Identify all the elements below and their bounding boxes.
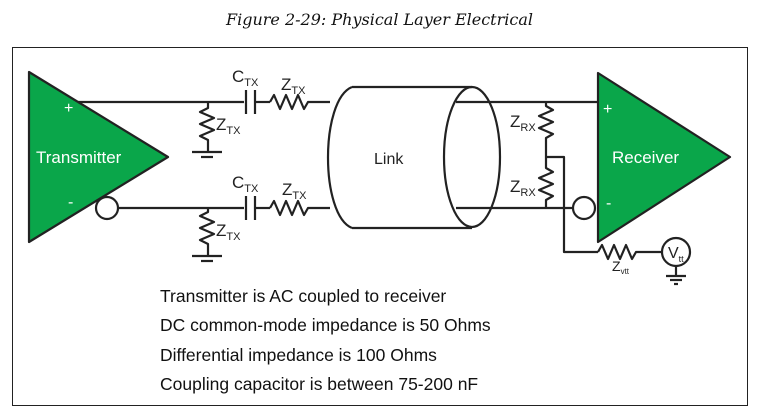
transmitter-plus-label: +	[64, 100, 73, 117]
note-item: Differential impedance is 100 Ohms	[160, 344, 437, 365]
resistor-zrx-bottom	[537, 157, 555, 208]
resistor-ztx-shunt-top	[198, 102, 216, 152]
zvtt-label: Zvtt	[612, 258, 630, 276]
note-item: Transmitter is AC coupled to receiver	[160, 286, 447, 306]
resistor-ztx-series-top	[269, 93, 330, 111]
ztx-series-bottom-label: ZTX	[282, 180, 307, 202]
ztx-series-top-label: ZTX	[281, 75, 306, 97]
vtt-label: Vtt	[668, 245, 684, 264]
receiver-inverting-bubble	[571, 195, 597, 221]
link-cable-body	[326, 85, 472, 230]
ztx-shunt-bottom-label: ZTX	[216, 221, 241, 243]
note-item: DC common-mode impedance is 50 Ohms	[160, 315, 491, 336]
ctx-top-label: CTX	[232, 67, 259, 89]
resistor-zvtt	[597, 243, 662, 261]
zrx-top-label: ZRX	[510, 112, 536, 134]
receiver-plus-label: +	[603, 101, 612, 118]
resistor-zrx-top	[537, 102, 555, 142]
transmitter-minus-label: -	[68, 194, 73, 211]
note-item: Coupling capacitor is between 75-200 nF	[160, 373, 479, 394]
figure-caption: Figure 2-29: Physical Layer Electrical	[226, 10, 533, 29]
link-cable-end	[442, 85, 502, 229]
link-label: Link	[374, 151, 404, 168]
resistor-ztx-shunt-bottom	[198, 208, 216, 256]
transmitter-label: Transmitter	[36, 148, 122, 167]
zrx-bottom-label: ZRX	[510, 177, 536, 199]
ztx-shunt-top-label: ZTX	[216, 115, 241, 137]
notes-list: Transmitter is AC coupled to receiver DC…	[160, 282, 491, 399]
receiver-label: Receiver	[612, 148, 679, 167]
transmitter-inverting-bubble	[94, 195, 120, 221]
receiver-minus-label: -	[606, 195, 611, 212]
receiver-amplifier	[596, 71, 732, 244]
resistor-ztx-series-bottom	[269, 199, 330, 217]
figure-frame	[12, 47, 748, 406]
ctx-bottom-label: CTX	[232, 173, 259, 195]
